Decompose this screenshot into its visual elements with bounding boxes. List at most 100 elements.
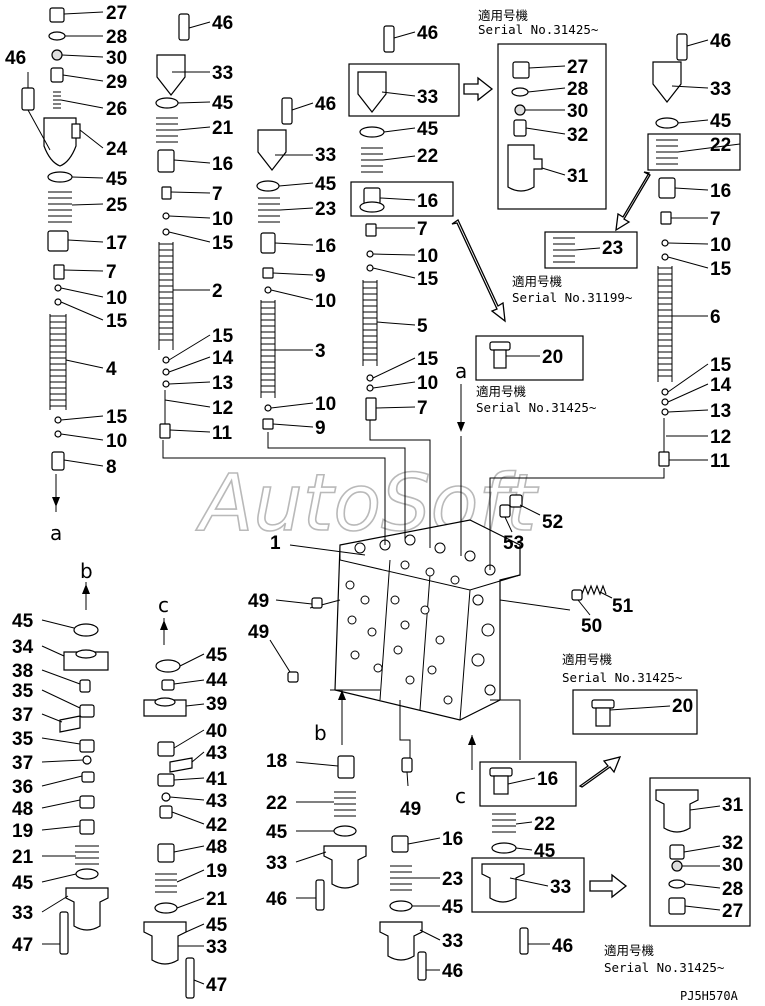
callout-46: 46 xyxy=(266,889,287,910)
callout-12: 12 xyxy=(212,398,233,419)
callout-23: 23 xyxy=(315,199,336,220)
column-2-parts xyxy=(155,13,190,439)
callout-46: 46 xyxy=(315,94,336,115)
callout-45: 45 xyxy=(12,611,34,632)
flow-letter-b: b xyxy=(80,559,93,583)
arrow-to-variant-box-2 xyxy=(615,171,651,232)
serial-note-2-serial: Serial No.31199~ xyxy=(512,290,632,305)
flow-letter-b: b xyxy=(314,721,327,745)
callout-9: 9 xyxy=(315,418,326,439)
callout-1: 1 xyxy=(270,533,281,554)
arrow-to-variant-box xyxy=(463,76,494,102)
callout-48: 48 xyxy=(12,799,33,820)
callout-27: 27 xyxy=(567,57,588,78)
callout-14: 14 xyxy=(710,375,732,396)
callout-50: 50 xyxy=(581,616,602,637)
callout-15: 15 xyxy=(212,326,234,347)
column-2-leaders xyxy=(164,21,211,433)
callout-46: 46 xyxy=(710,31,731,52)
callout-22: 22 xyxy=(266,793,287,814)
callout-13: 13 xyxy=(212,373,233,394)
callout-11: 11 xyxy=(212,423,233,444)
callout-44: 44 xyxy=(206,670,228,691)
callout-32: 32 xyxy=(722,833,743,854)
flow-letter-a: a xyxy=(455,359,467,383)
callout-36: 36 xyxy=(12,777,33,798)
callout-16: 16 xyxy=(315,236,336,257)
callout-7: 7 xyxy=(417,398,428,419)
callout-33: 33 xyxy=(212,63,233,84)
callout-7: 7 xyxy=(106,262,117,283)
callout-10: 10 xyxy=(315,394,336,415)
serial-note-3-label: 適用号機 xyxy=(476,384,527,399)
callout-10: 10 xyxy=(315,291,336,312)
lower-column-2-parts xyxy=(143,659,195,999)
callout-23: 23 xyxy=(602,238,623,259)
callout-5: 5 xyxy=(417,316,428,337)
callout-45: 45 xyxy=(315,174,337,195)
callout-15: 15 xyxy=(417,349,439,370)
callout-15: 15 xyxy=(212,233,234,254)
callout-28: 28 xyxy=(106,27,127,48)
callout-41: 41 xyxy=(206,769,228,790)
callout-28: 28 xyxy=(567,79,588,100)
callout-49: 49 xyxy=(248,591,269,612)
callout-25: 25 xyxy=(106,195,128,216)
callout-23: 23 xyxy=(442,869,463,890)
callout-31: 31 xyxy=(567,166,589,187)
callout-43: 43 xyxy=(206,791,227,812)
callout-30: 30 xyxy=(722,855,743,876)
serial-note-5-serial: Serial No.31425~ xyxy=(604,960,724,975)
callout-16: 16 xyxy=(442,829,463,850)
callout-16: 16 xyxy=(537,769,558,790)
callout-22: 22 xyxy=(417,146,438,167)
callout-15: 15 xyxy=(710,355,732,376)
callout-15: 15 xyxy=(106,311,128,332)
callout-29: 29 xyxy=(106,72,127,93)
callout-28: 28 xyxy=(722,879,743,900)
callout-24: 24 xyxy=(106,139,128,160)
callout-27: 27 xyxy=(722,901,743,922)
callout-10: 10 xyxy=(212,209,233,230)
lower-column-3-parts xyxy=(315,755,367,911)
callout-26: 26 xyxy=(106,99,127,120)
callout-16: 16 xyxy=(212,154,233,175)
callout-21: 21 xyxy=(212,118,234,139)
column-5-parts xyxy=(647,33,741,467)
callout-45: 45 xyxy=(206,645,228,666)
serial-note-5-label: 適用号機 xyxy=(604,943,655,958)
lower-column-2-leaders xyxy=(169,653,205,985)
callout-46: 46 xyxy=(5,48,26,69)
callout-20: 20 xyxy=(542,347,563,368)
callout-7: 7 xyxy=(417,219,428,240)
callout-45: 45 xyxy=(12,873,34,894)
callout-7: 7 xyxy=(212,184,223,205)
callout-35: 35 xyxy=(12,681,34,702)
callout-17: 17 xyxy=(106,233,127,254)
callout-45: 45 xyxy=(442,897,464,918)
flow-letter-a: a xyxy=(50,521,62,545)
callout-45: 45 xyxy=(212,93,234,114)
variant-box-3 xyxy=(475,335,584,381)
callout-33: 33 xyxy=(417,87,438,108)
lower-column-4-parts xyxy=(379,757,427,981)
callout-4: 4 xyxy=(106,359,117,380)
callout-51: 51 xyxy=(612,596,634,617)
callout-14: 14 xyxy=(212,348,234,369)
callout-33: 33 xyxy=(12,903,33,924)
callout-21: 21 xyxy=(206,889,228,910)
callout-11: 11 xyxy=(710,451,731,472)
callout-2: 2 xyxy=(212,281,223,302)
serial-note-1-serial: Serial No.31425~ xyxy=(478,22,598,37)
callout-15: 15 xyxy=(417,269,439,290)
serial-note-4-label: 適用号機 xyxy=(562,652,613,667)
column-5-leaders xyxy=(666,39,741,461)
callout-15: 15 xyxy=(710,259,732,280)
callout-33: 33 xyxy=(206,937,227,958)
callout-52: 52 xyxy=(542,512,563,533)
lower-column-5-parts xyxy=(471,761,585,955)
callout-39: 39 xyxy=(206,694,227,715)
callout-16: 16 xyxy=(710,181,731,202)
callout-37: 37 xyxy=(12,705,33,726)
